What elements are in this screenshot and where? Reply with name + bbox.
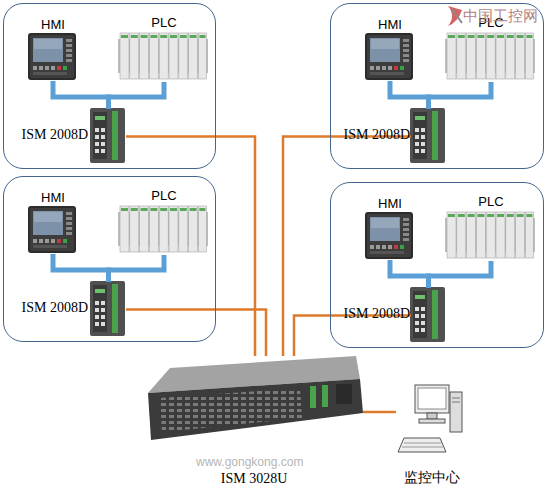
fieldbus-line — [390, 260, 429, 288]
node-label: PLC — [151, 15, 176, 30]
access-switch: ISM 2008D — [91, 282, 126, 337]
access-switch: ISM 2008D — [91, 109, 126, 164]
access-switch: ISM 2008D — [411, 288, 446, 343]
node-label: HMI — [41, 17, 65, 32]
node-label: ISM 3028U — [221, 471, 288, 487]
core-switch: ISM 3028U — [145, 356, 363, 445]
network-cell: HMIPLCISM 2008D — [330, 182, 544, 348]
site-logo-mark — [448, 6, 462, 26]
core-switch-device — [148, 356, 363, 440]
plc-device — [445, 33, 535, 79]
hmi-device — [365, 212, 413, 259]
fiber-link — [283, 137, 411, 357]
hmi-node: HMI — [29, 34, 77, 81]
node-label: 监控中心 — [404, 469, 460, 487]
monitoring-center: 监控中心 — [396, 385, 464, 455]
fieldbus-line — [109, 255, 165, 282]
fieldbus-line — [429, 261, 492, 288]
access-switch: ISM 2008D — [411, 109, 446, 164]
hmi-node: HMI — [366, 34, 414, 81]
network-cell: HMIPLCISM 2008D — [330, 3, 544, 169]
plc-node: PLC — [119, 32, 209, 82]
fieldbus-line — [53, 254, 109, 282]
fiber-link — [294, 316, 411, 357]
fieldbus-line — [429, 82, 492, 109]
plc-node: PLC — [446, 211, 536, 261]
plc-device — [445, 212, 535, 258]
switch-device — [410, 287, 445, 342]
network-cell: HMI PLC ISM 2008D — [3, 3, 216, 169]
hmi-device — [28, 206, 76, 253]
fiber-link — [126, 137, 255, 357]
fiber-link — [126, 310, 266, 357]
switch-device — [90, 108, 125, 163]
node-label: ISM 2008D — [343, 127, 410, 143]
plc-node: PLC — [446, 32, 536, 82]
node-label: HMI — [378, 17, 402, 32]
ethernet-link — [363, 411, 396, 414]
hmi-device — [365, 33, 413, 80]
node-label: HMI — [378, 196, 402, 211]
site-logo-text: 中国工控网 — [463, 7, 538, 26]
node-label: ISM 2008D — [21, 127, 88, 143]
hmi-device — [28, 33, 76, 80]
switch-device — [410, 108, 445, 163]
node-label: HMI — [41, 190, 65, 205]
network-cell: HMI PLC ISM 2008D — [3, 176, 216, 342]
node-label: ISM 2008D — [343, 306, 410, 322]
node-label: PLC — [151, 188, 176, 203]
fieldbus-line — [53, 81, 109, 109]
fieldbus-line — [390, 81, 429, 109]
hmi-node: HMI — [29, 207, 77, 254]
watermark: www.gongkong.com — [196, 455, 303, 469]
node-label: PLC — [478, 194, 503, 209]
hmi-node: HMI — [366, 213, 414, 260]
plc-device — [118, 33, 208, 79]
switch-device — [90, 281, 125, 336]
plc-device — [118, 206, 208, 252]
fieldbus-line — [109, 82, 165, 109]
computer-icon — [398, 385, 462, 452]
plc-node: PLC — [119, 205, 209, 255]
node-label: ISM 2008D — [21, 300, 88, 316]
